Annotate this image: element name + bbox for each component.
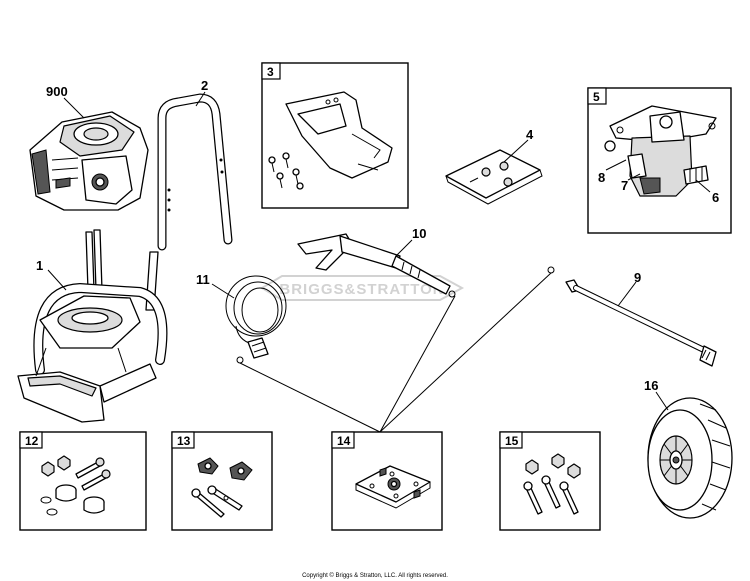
callout-6: 6 [712,190,719,205]
callout-11: 11 [196,272,210,287]
callout-7: 7 [621,178,628,193]
callout-1: 1 [36,258,43,273]
frame-part[interactable] [17,229,168,423]
callout-2: 2 [201,78,208,93]
box-3-number: 3 [267,65,274,79]
box-5[interactable]: 5 [587,87,732,234]
brand-watermark: BRIGGS&STRATTON [260,275,465,301]
box-14[interactable]: 14 [331,431,443,531]
box-13-number: 13 [177,434,191,448]
spray-gun-part[interactable] [297,233,456,298]
box-15-number: 15 [505,434,519,448]
callout-9: 9 [634,270,641,285]
box-14-leaders [239,272,552,433]
callout-10: 10 [412,226,426,241]
box-13[interactable]: 13 [171,431,273,531]
box-12-number: 12 [25,434,39,448]
handle-part[interactable] [157,93,233,251]
callout-8: 8 [598,170,605,185]
box-3[interactable]: 3 [261,62,409,209]
box-5-number: 5 [593,90,600,104]
callout-4: 4 [526,127,534,142]
hardware-bag-part[interactable] [445,149,543,205]
watermark-text: BRIGGS&STRATTON [279,281,444,298]
box-15[interactable]: 15 [499,431,601,531]
box-14-number: 14 [337,434,351,448]
hose-part[interactable] [225,275,287,364]
box-12[interactable]: 12 [19,431,147,531]
callout-900: 900 [46,84,68,99]
copyright-text: Copyright © Briggs & Stratton, LLC. All … [302,572,448,579]
callout-16: 16 [644,378,658,393]
engine-part[interactable] [29,111,149,211]
wheel-part[interactable] [647,397,733,519]
wand-part[interactable] [547,266,717,367]
